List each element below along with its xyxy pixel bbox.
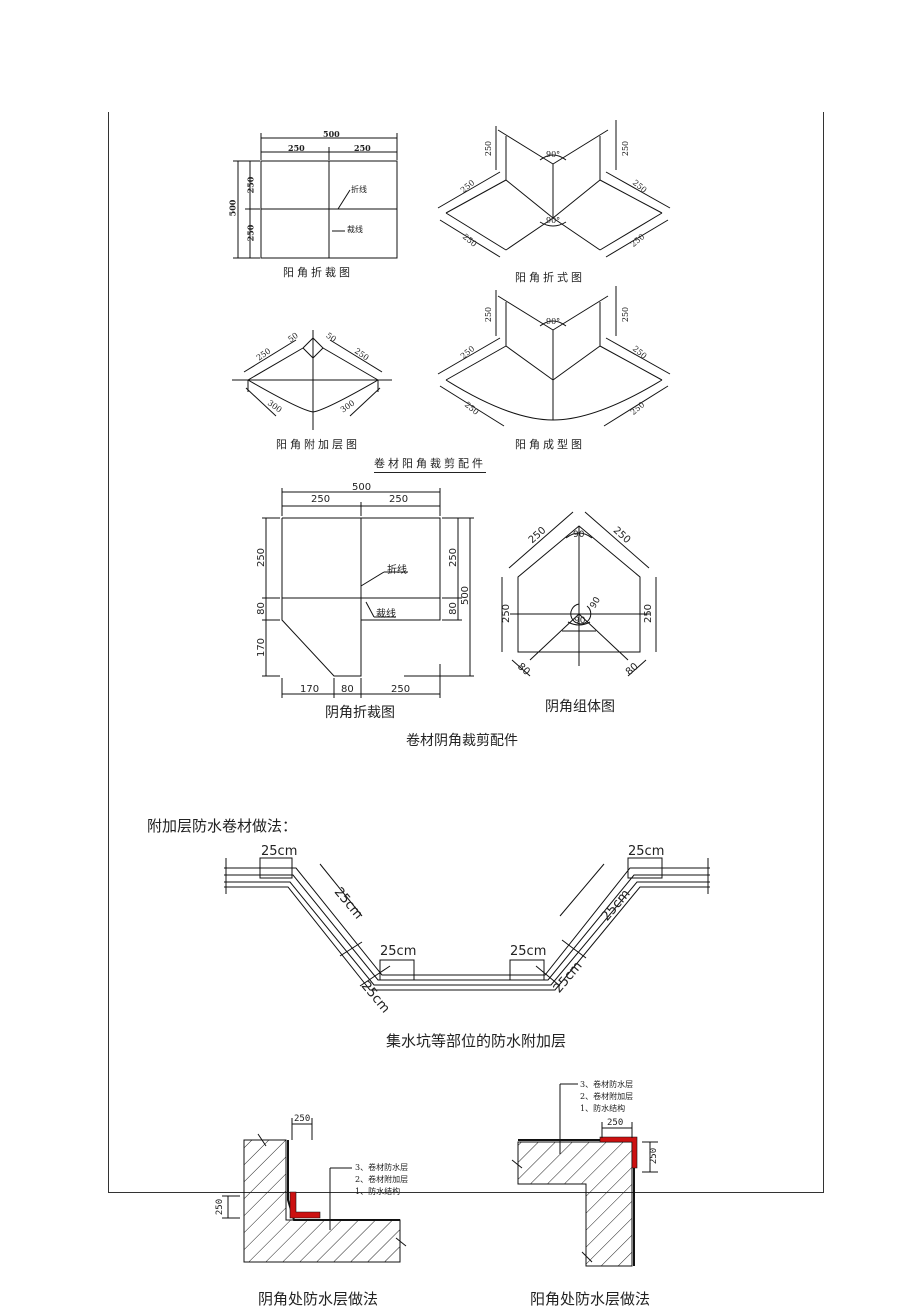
dim-total: 500 — [323, 129, 340, 139]
angle-center: 90° — [546, 216, 561, 225]
fold-line-label: 折线 — [351, 185, 367, 194]
cut-line-label: 裁线 — [347, 225, 363, 234]
caption-internal-corner: 卷材阴角裁剪配件 — [406, 733, 518, 749]
dim-half-b: 250 — [354, 143, 371, 153]
page-frame — [108, 112, 824, 1193]
figure-title: 阴角组体图 — [545, 699, 615, 715]
dim-top-a: 250 — [311, 494, 331, 505]
label-25cm-bottom-left: 25cm — [380, 944, 417, 959]
pit-caption: 集水坑等部位的防水附加层 — [386, 1032, 567, 1050]
layer-3: 3、卷材防水层 — [580, 1080, 634, 1089]
figure-title: 阳角成型图 — [515, 438, 585, 451]
fold-line-label: 折线 — [387, 565, 407, 576]
layer-3: 3、卷材防水层 — [355, 1163, 409, 1172]
dim-bottom-c: 250 — [391, 684, 411, 695]
dim-right: 250 — [649, 1147, 660, 1165]
angle-top: 90° — [546, 150, 561, 159]
section-heading: 附加层防水卷材做法： — [147, 817, 298, 835]
dim-top-total: 500 — [352, 482, 372, 493]
layer-1: 1、防水结构 — [580, 1104, 626, 1113]
caption-external-corner: 卷材阳角裁剪配件 — [374, 455, 486, 473]
dim-top: 250 — [294, 1114, 311, 1124]
label-25cm-top-right: 25cm — [628, 844, 665, 859]
dim-top: 250 — [607, 1118, 624, 1128]
figure-title: 阳角附加层图 — [276, 438, 360, 451]
layer-1: 1、防水结构 — [355, 1187, 401, 1196]
dim-bottom-b: 80 — [341, 684, 354, 695]
label-25cm-top-left: 25cm — [261, 844, 298, 859]
dim-half-a: 250 — [288, 143, 305, 153]
dim-bottom-a: 170 — [300, 684, 320, 695]
label-25cm-bottom-right: 25cm — [510, 944, 547, 959]
figure-title: 阳角折裁图 — [283, 266, 353, 279]
angle-top: 90° — [546, 317, 561, 326]
figure-title: 阳角折式图 — [515, 271, 585, 284]
figure-title: 阴角折裁图 — [325, 705, 395, 721]
external-detail-caption: 阳角处防水层做法 — [530, 1290, 651, 1308]
dim-angle-low: 90 — [574, 616, 586, 626]
layer-2: 2、卷材附加层 — [580, 1092, 634, 1101]
layer-2: 2、卷材附加层 — [355, 1175, 409, 1184]
cut-line-label: 裁线 — [376, 609, 396, 620]
dim-top-b: 250 — [389, 494, 409, 505]
dim-angle-top: 90 — [573, 530, 585, 540]
